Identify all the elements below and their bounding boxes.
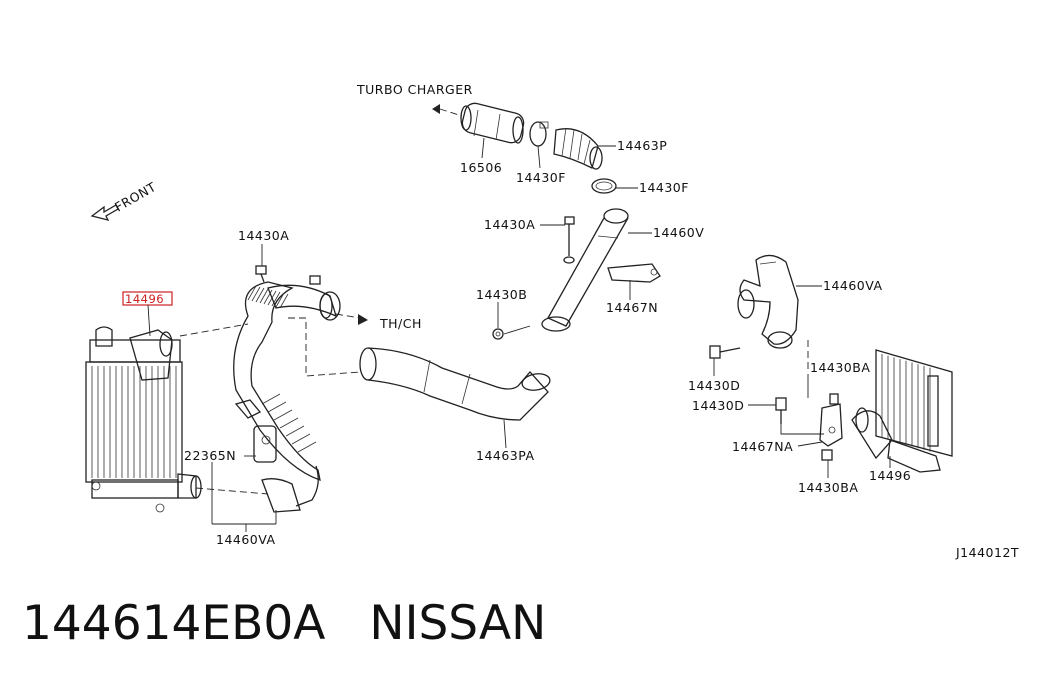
label-14430F-b: 14430F	[639, 180, 689, 195]
label-14467N: 14467N	[606, 300, 658, 315]
front-arrow-icon	[90, 204, 119, 221]
part-14430B-nut	[492, 328, 504, 340]
diagram-id: J144012T	[955, 545, 1019, 560]
label-front: FRONT	[112, 179, 159, 215]
label-14430BA-b: 14430BA	[798, 480, 858, 495]
part-14430BA-upper-clip	[829, 393, 839, 405]
part-14460V	[541, 208, 629, 332]
part-16506	[460, 102, 525, 144]
footer-part-number: 144614EB0A	[22, 596, 326, 651]
label-14463P: 14463P	[617, 138, 667, 153]
part-14460VA-left-hose	[233, 281, 341, 513]
label-22365N: 22365N	[184, 448, 236, 463]
label-turbo-charger: TURBO CHARGER	[356, 82, 473, 97]
highlight-box-14496	[122, 291, 173, 306]
part-14496-right-intercooler	[851, 349, 953, 473]
label-14430D-b: 14430D	[692, 398, 744, 413]
part-14467N	[607, 263, 661, 283]
label-14430A-left: 14430A	[238, 228, 289, 243]
label-14460V: 14460V	[653, 225, 704, 240]
part-caption: 144614EB0A NISSAN	[22, 596, 546, 651]
part-14430A-mid-bolt	[563, 216, 575, 264]
footer-brand: NISSAN	[369, 596, 547, 651]
part-14430D-lower-bolt	[775, 397, 787, 424]
part-14430BA-lower-clip	[821, 449, 833, 461]
label-14430A-mid: 14430A	[484, 217, 535, 232]
label-16506: 16506	[460, 160, 502, 175]
label-14430BA-a: 14430BA	[810, 360, 870, 375]
part-14430D-upper-bolt	[709, 345, 741, 359]
label-14430B: 14430B	[476, 287, 527, 302]
part-14430F-upper-clamp	[529, 121, 549, 147]
part-14467NA	[819, 403, 843, 447]
label-14467NA: 14467NA	[732, 439, 793, 454]
label-14430D-a: 14430D	[688, 378, 740, 393]
thch-arrow-icon	[335, 313, 368, 325]
label-th-ch: TH/CH	[379, 316, 422, 331]
part-14463P	[553, 127, 603, 170]
label-14463PA: 14463PA	[476, 448, 535, 463]
label-14430F-a: 14430F	[516, 170, 566, 185]
part-14430A-left-bolt	[255, 265, 267, 283]
part-22365N	[234, 399, 277, 463]
part-14430F-lower-clamp	[591, 178, 617, 194]
part-14496-left-intercooler	[85, 326, 202, 513]
turbo-arrow-icon	[432, 104, 463, 117]
label-14496-left: 14496	[125, 292, 164, 306]
label-14496-right: 14496	[869, 468, 911, 483]
part-14463PA	[359, 347, 551, 421]
part-14460VA-right-hose	[737, 254, 799, 349]
label-14460VA-bottom: 14460VA	[216, 532, 276, 547]
label-14460VA-right: 14460VA	[823, 278, 883, 293]
part-clamp-thch	[309, 275, 333, 319]
